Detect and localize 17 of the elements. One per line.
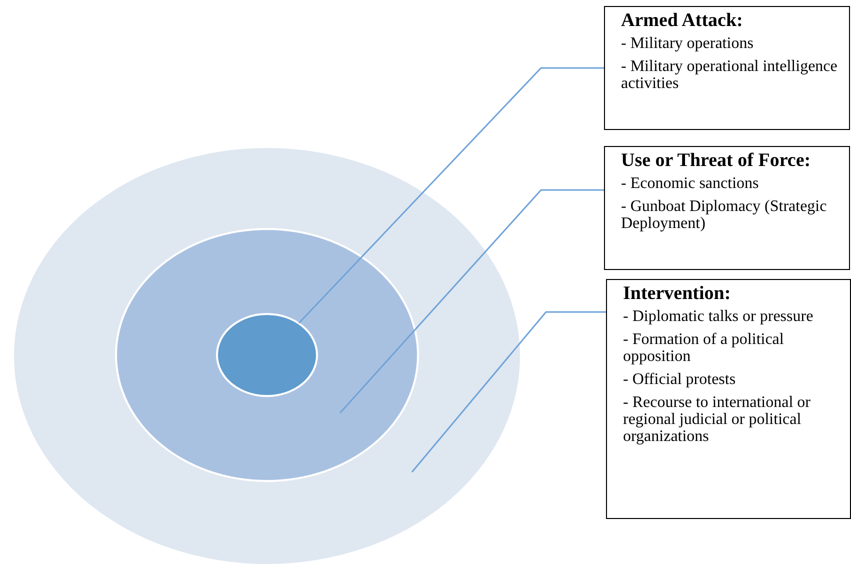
leader-line [339,189,604,414]
list-item: - Military operational intelligence activities [621,58,838,92]
leader-line [411,311,606,472]
leader-line [298,67,604,324]
list-item: - Recourse to international or regional judicial or political organizations [623,394,812,445]
box-heading: Use or Threat of Force: [621,151,812,171]
list-item: - Official protests [623,371,737,388]
text-box [606,279,851,519]
list-item: - Diplomatic talks or pressure [623,308,814,325]
box-heading: Armed Attack: [621,11,744,31]
list-item: - Formation of a political opposition [623,331,785,365]
list-item: - Gunboat Diplomacy (Strategic Deployment) [621,198,828,232]
text-box [604,6,850,130]
text-box [604,146,850,270]
box-heading: Intervention: [623,284,732,304]
list-item: - Military operations [621,35,754,52]
list-item: - Economic sanctions [621,175,760,192]
